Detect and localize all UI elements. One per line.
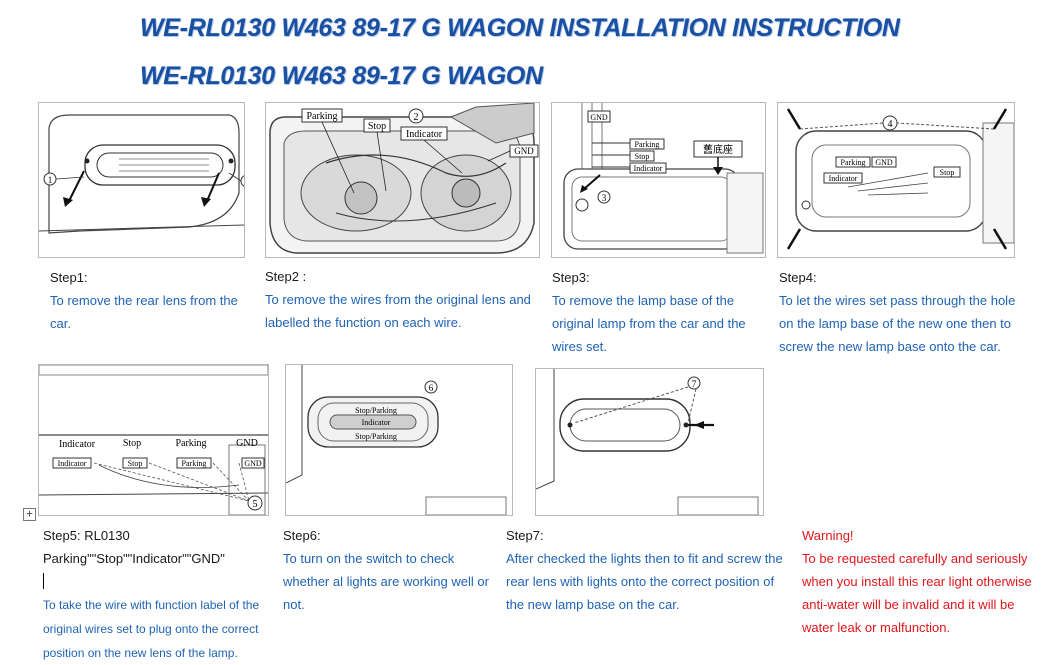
callout-3: 3 — [602, 193, 607, 203]
label-stop-parking-bottom: Stop/Parking — [355, 432, 397, 441]
label-gnd-4: GND — [875, 158, 893, 167]
label-stop-3: Stop — [635, 152, 650, 161]
callout-5: 5 — [253, 499, 258, 510]
step7-heading: Step7: — [506, 528, 544, 543]
step6-diagram: Stop/Parking Indicator Stop/Parking 6 — [285, 364, 513, 516]
label-indicator-5a: Indicator — [59, 439, 96, 450]
callout-6: 6 — [429, 383, 434, 393]
step4-diagram: Parking GND Indicator Stop 4 — [777, 102, 1015, 258]
step3-text: Step3: To remove the lamp base of the or… — [552, 266, 757, 358]
step2-diagram: Parking Stop Indicator GND 2 — [265, 102, 540, 258]
callout-1a: 1 — [48, 175, 53, 185]
label-parking-5a: Parking — [175, 438, 206, 449]
label-indicator-3: Indicator — [634, 164, 663, 173]
label-stop-5b: Stop — [128, 459, 143, 468]
step5-body: To take the wire with function label of … — [43, 598, 260, 660]
step6-text: Step6: To turn on the switch to check wh… — [283, 524, 498, 616]
step5-diagram: Indicator Stop Parking GND Indicator Sto… — [38, 364, 269, 516]
label-indicator-6: Indicator — [362, 418, 391, 427]
label-parking-3: Parking — [635, 140, 660, 149]
step1-diagram: 1 1 — [38, 102, 245, 258]
step3-body: To remove the lamp base of the original … — [552, 293, 746, 354]
text-cursor — [43, 570, 275, 593]
step6-heading: Step6: — [283, 528, 321, 543]
step1-text: Step1: To remove the rear lens from the … — [50, 266, 250, 335]
warning-heading: Warning! — [802, 528, 854, 543]
callout-2: 2 — [414, 112, 419, 123]
callout-7: 7 — [692, 379, 697, 389]
step4-heading: Step4: — [779, 270, 817, 285]
step6-body: To turn on the switch to check whether a… — [283, 551, 489, 612]
label-gnd-5a: GND — [236, 438, 258, 449]
label-stop-5a: Stop — [123, 438, 141, 449]
label-indicator: Indicator — [406, 129, 443, 140]
step7-body: After checked the lights then to fit and… — [506, 551, 783, 612]
step5-function-labels: Parking""Stop""Indicator""GND" — [43, 551, 225, 566]
step5-heading: Step5: RL0130 — [43, 528, 130, 543]
label-parking-4: Parking — [841, 158, 866, 167]
label-indicator-5b: Indicator — [58, 459, 87, 468]
label-gnd-3: GND — [590, 113, 608, 122]
step5-text: Step5: RL0130 Parking""Stop""Indicator""… — [43, 524, 275, 665]
document-subtitle: WE-RL0130 W463 89-17 G WAGON — [140, 62, 543, 90]
step7-diagram: 7 — [535, 368, 764, 516]
label-stop: Stop — [368, 121, 386, 132]
step4-text: Step4: To let the wires set pass through… — [779, 266, 1031, 358]
label-stop-4: Stop — [940, 168, 955, 177]
warning-text: Warning! To be requested carefully and s… — [802, 524, 1037, 639]
step2-heading: Step2 : — [265, 269, 307, 284]
step4-body: To let the wires set pass through the ho… — [779, 293, 1016, 354]
label-gnd-5b: GND — [244, 459, 262, 468]
label-old-base: 舊底座 — [703, 143, 733, 156]
step7-text: Step7: After checked the lights then to … — [506, 524, 791, 616]
step2-body: To remove the wires from the original le… — [265, 292, 531, 330]
label-parking: Parking — [306, 111, 337, 122]
step3-diagram: GND Parking Stop Indicator 舊底座 3 — [551, 102, 766, 258]
step1-heading: Step1: — [50, 270, 88, 285]
warning-body: To be requested carefully and seriously … — [802, 551, 1032, 635]
document-title: WE-RL0130 W463 89-17 G WAGON INSTALLATIO… — [140, 14, 900, 42]
label-parking-5b: Parking — [182, 459, 207, 468]
move-handle-icon[interactable]: + — [23, 508, 36, 521]
label-gnd: GND — [514, 146, 534, 156]
step3-heading: Step3: — [552, 270, 590, 285]
callout-4: 4 — [888, 119, 893, 130]
step1-body: To remove the rear lens from the car. — [50, 293, 238, 331]
label-stop-parking-top: Stop/Parking — [355, 406, 397, 415]
label-indicator-4: Indicator — [829, 174, 858, 183]
step2-text: Step2 : To remove the wires from the ori… — [265, 265, 535, 334]
